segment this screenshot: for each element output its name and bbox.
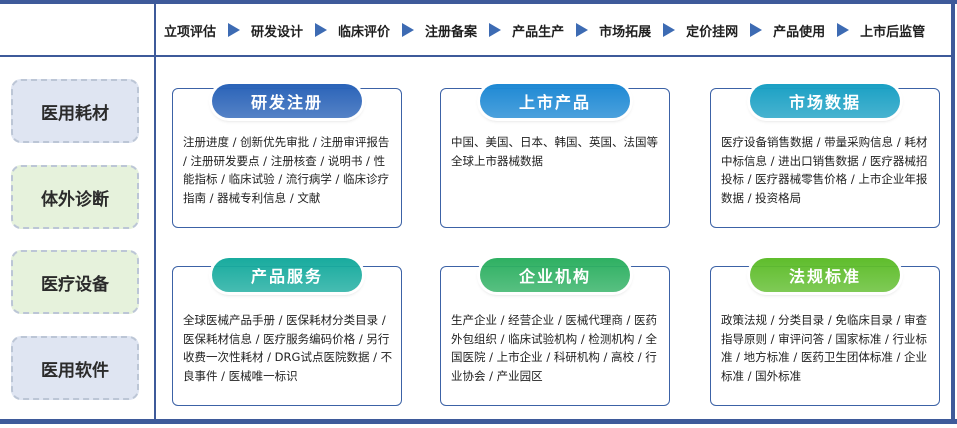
stage-item: 研发设计 xyxy=(251,21,338,40)
category-medical-software[interactable]: 医用软件 xyxy=(11,336,139,400)
frame-right-border xyxy=(951,0,955,424)
card-title-rd-registration: 研发注册 xyxy=(212,84,362,118)
frame-top-border xyxy=(0,0,957,4)
card-title-marketed-products: 上市产品 xyxy=(480,84,630,118)
stage-item: 市场拓展 xyxy=(599,21,686,40)
stage-item: 定价挂网 xyxy=(686,21,773,40)
arrow-right-icon xyxy=(489,23,502,37)
header-divider xyxy=(0,55,952,57)
stage-label: 临床评价 xyxy=(338,24,391,40)
stage-label: 产品生产 xyxy=(512,24,565,40)
arrow-right-icon xyxy=(576,23,589,37)
stage-label: 研发设计 xyxy=(251,24,304,40)
stage-label: 立项评估 xyxy=(164,24,217,40)
stage-item: 立项评估 xyxy=(164,21,251,40)
frame-bottom-border xyxy=(0,419,957,424)
card-description: 医疗设备销售数据 / 带量采购信息 / 耗材中标信息 / 进出口销售数据 / 医… xyxy=(721,135,928,205)
card-description: 生产企业 / 经营企业 / 医械代理商 / 医药外包组织 / 临床试验机构 / … xyxy=(451,313,658,383)
category-ivd[interactable]: 体外诊断 xyxy=(11,165,139,229)
arrow-right-icon xyxy=(402,23,415,37)
card-enterprises-institutions[interactable]: 生产企业 / 经营企业 / 医械代理商 / 医药外包组织 / 临床试验机构 / … xyxy=(440,266,670,406)
card-title-market-data: 市场数据 xyxy=(750,84,900,118)
card-description: 全球医械产品手册 / 医保耗材分类目录 / 医保耗材信息 / 医疗服务编码价格 … xyxy=(183,313,393,383)
card-title-regulations-standards: 法规标准 xyxy=(750,258,900,292)
card-description: 政策法规 / 分类目录 / 免临床目录 / 审查指导原则 / 审评问答 / 国家… xyxy=(721,313,928,383)
stage-item: 上市后监管 xyxy=(860,21,925,40)
card-market-data[interactable]: 医疗设备销售数据 / 带量采购信息 / 耗材中标信息 / 进出口销售数据 / 医… xyxy=(710,88,940,228)
stage-item: 注册备案 xyxy=(425,21,512,40)
stage-item: 临床评价 xyxy=(338,21,425,40)
stage-label: 注册备案 xyxy=(425,24,478,40)
card-description: 注册进度 / 创新优先审批 / 注册审评报告 / 注册研发要点 / 注册核查 /… xyxy=(183,135,390,205)
arrow-right-icon xyxy=(750,23,763,37)
stage-label: 上市后监管 xyxy=(860,24,926,40)
category-medical-equipment[interactable]: 医疗设备 xyxy=(11,250,139,314)
category-medical-consumables[interactable]: 医用耗材 xyxy=(11,79,139,143)
arrow-right-icon xyxy=(315,23,328,37)
stage-label: 定价挂网 xyxy=(686,24,739,40)
card-description: 中国、美国、日本、韩国、英国、法国等全球上市器械数据 xyxy=(451,135,658,168)
stage-item: 产品生产 xyxy=(512,21,599,40)
arrow-right-icon xyxy=(228,23,241,37)
stage-label: 市场拓展 xyxy=(599,24,652,40)
arrow-right-icon xyxy=(663,23,676,37)
lifecycle-stages: 立项评估 研发设计 临床评价 注册备案 产品生产 市场拓展 定价挂网 产品使用 … xyxy=(164,14,925,46)
sidebar-divider xyxy=(154,4,156,420)
stage-item: 产品使用 xyxy=(773,21,860,40)
stage-label: 产品使用 xyxy=(773,24,826,40)
card-title-enterprises-institutions: 企业机构 xyxy=(480,258,630,292)
card-regulations-standards[interactable]: 政策法规 / 分类目录 / 免临床目录 / 审查指导原则 / 审评问答 / 国家… xyxy=(710,266,940,406)
arrow-right-icon xyxy=(837,23,850,37)
card-title-product-services: 产品服务 xyxy=(212,258,362,292)
